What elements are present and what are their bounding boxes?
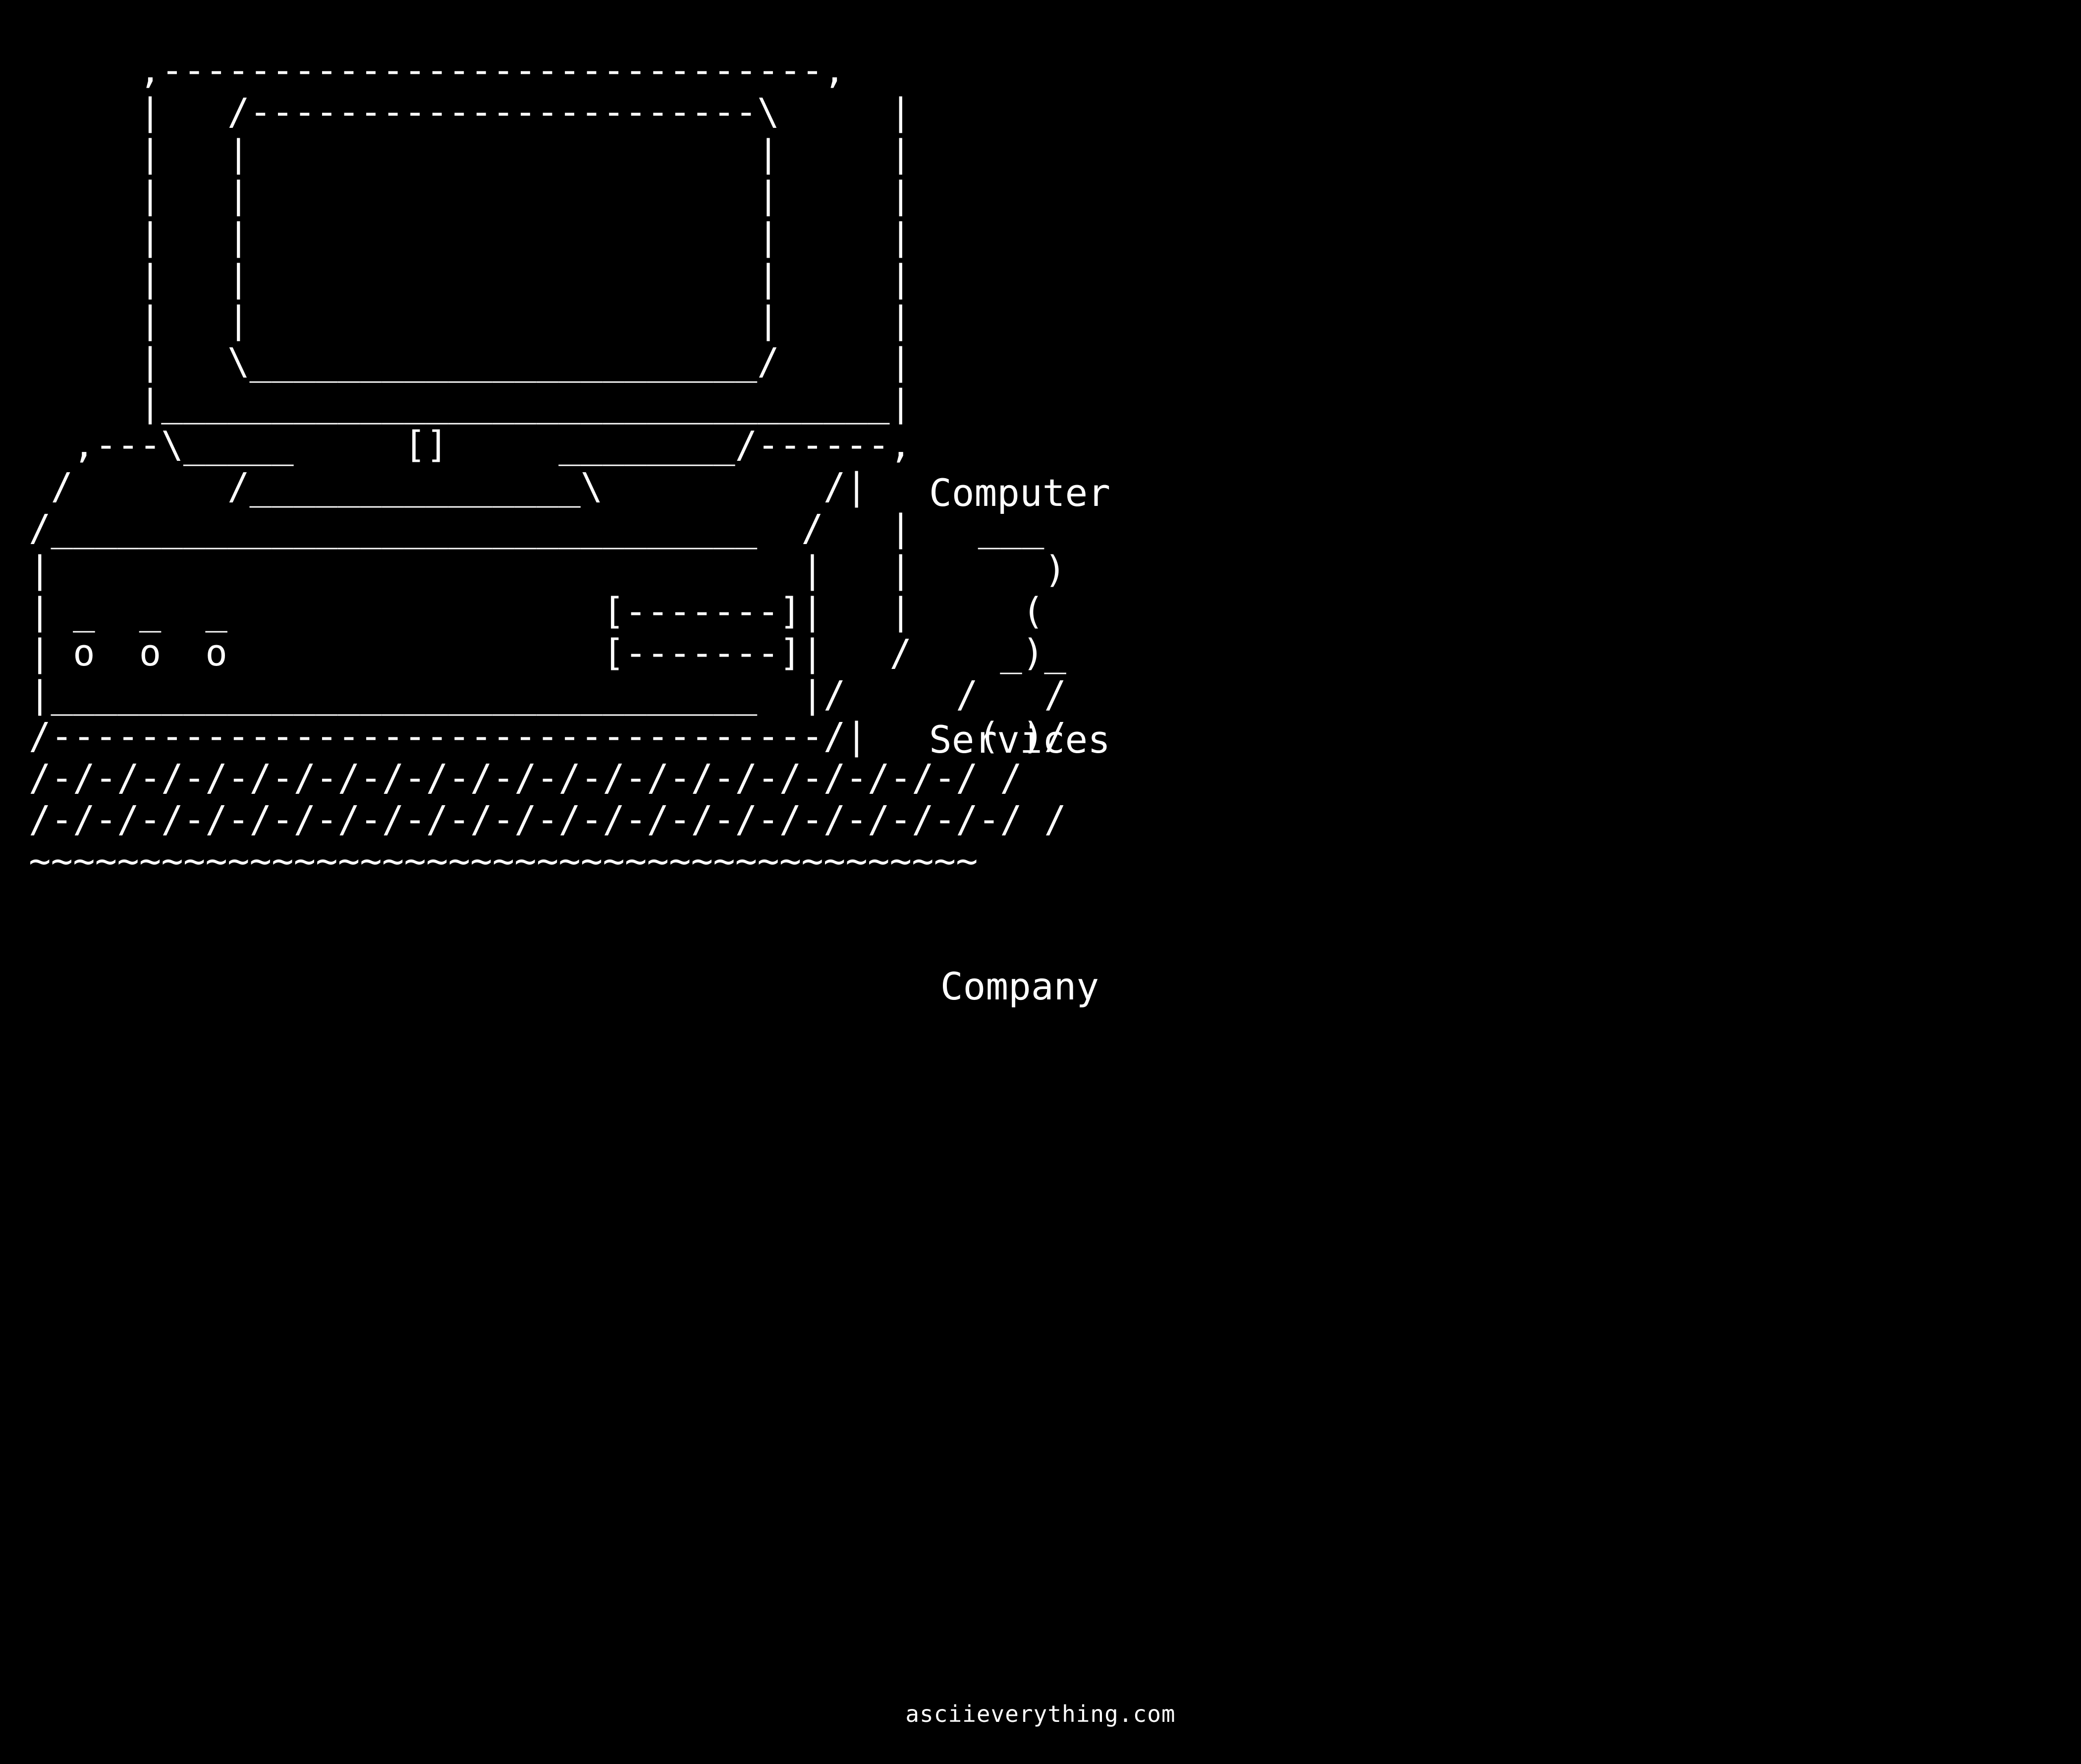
screen-text-line-3: Company xyxy=(940,964,1099,1008)
ascii-art-computer-illustration: ,------------------------------, | /----… xyxy=(29,49,1066,882)
site-watermark: asciieverything.com xyxy=(905,1701,1176,1727)
